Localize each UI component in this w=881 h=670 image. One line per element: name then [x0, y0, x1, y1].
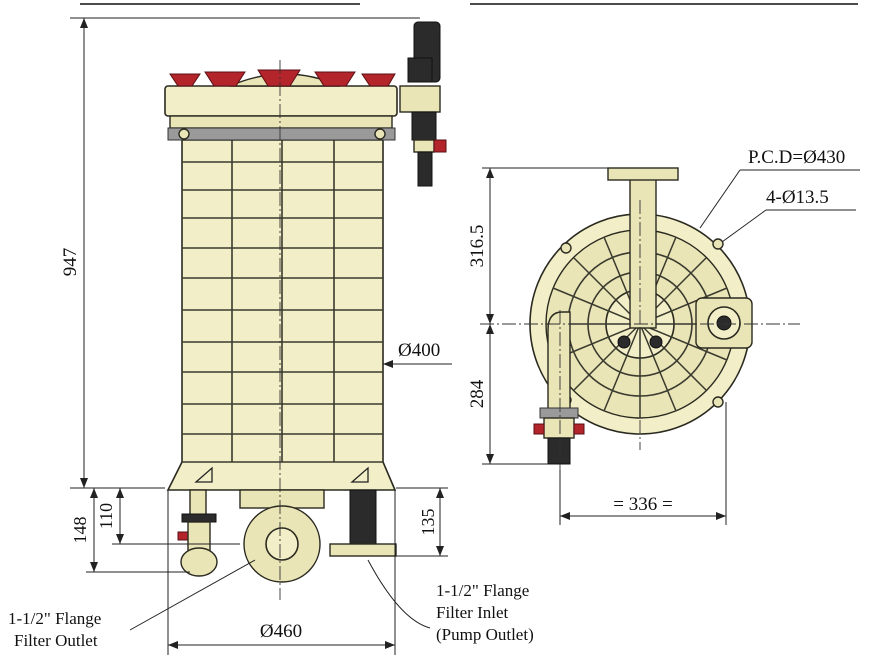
- dim-top-offset: 316.5: [467, 225, 488, 268]
- dim-bottom-offset: 284: [467, 379, 488, 408]
- label-outlet-name: Filter Outlet: [14, 631, 98, 650]
- label-inlet-note: (Pump Outlet): [436, 625, 534, 644]
- dim-outlet-height: 110: [96, 503, 116, 529]
- dim-base-height: 148: [70, 517, 90, 544]
- dim-inlet-height: 135: [418, 509, 438, 536]
- label-outlet-flange: 1-1/2" Flange: [8, 609, 101, 628]
- dim-body-diameter: Ø400: [398, 340, 440, 361]
- top-view: [480, 167, 800, 470]
- dim-bolt-spacing: = 336 =: [613, 494, 672, 515]
- dim-base-width: Ø460: [260, 621, 302, 642]
- label-inlet-name: Filter Inlet: [436, 603, 509, 622]
- dim-overall-height: 947: [60, 248, 81, 277]
- front-dimensions: [70, 17, 452, 655]
- dim-bolt-holes: 4-Ø13.5: [766, 187, 829, 208]
- dim-pcd: P.C.D=Ø430: [748, 147, 845, 168]
- front-view: [164, 21, 447, 600]
- top-dimensions: [482, 167, 860, 525]
- label-inlet-flange: 1-1/2" Flange: [436, 581, 529, 600]
